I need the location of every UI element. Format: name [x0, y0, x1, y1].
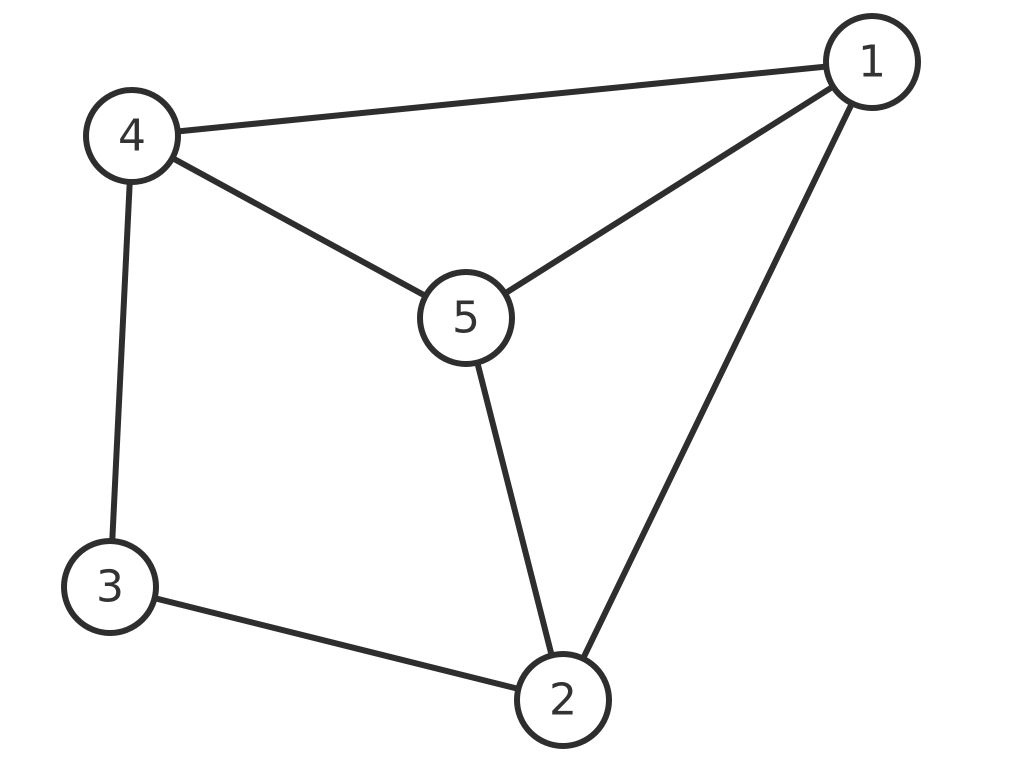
- node-circle-1: [823, 13, 921, 111]
- node-layer: 1 2 3 4 5: [61, 13, 921, 749]
- edge-2-1: [560, 59, 875, 703]
- edge-4-5: [129, 133, 469, 321]
- edge-3-2: [107, 584, 566, 703]
- node-circle-4: [83, 87, 181, 185]
- node-4: 4: [83, 87, 181, 185]
- edge-layer: [107, 59, 875, 703]
- edge-4-3: [107, 133, 135, 590]
- node-2: 2: [514, 651, 612, 749]
- node-3: 3: [61, 538, 159, 636]
- edge-4-1: [129, 59, 875, 139]
- edge-5-2: [463, 315, 566, 703]
- node-label-2: 2: [549, 675, 577, 726]
- node-label-3: 3: [96, 562, 124, 613]
- node-label-1: 1: [858, 37, 886, 88]
- edge-5-1: [463, 59, 875, 321]
- node-label-5: 5: [452, 293, 480, 344]
- node-circle-2: [514, 651, 612, 749]
- node-1: 1: [823, 13, 921, 111]
- node-5: 5: [417, 269, 515, 367]
- node-circle-3: [61, 538, 159, 636]
- node-label-4: 4: [118, 111, 146, 162]
- node-circle-5: [417, 269, 515, 367]
